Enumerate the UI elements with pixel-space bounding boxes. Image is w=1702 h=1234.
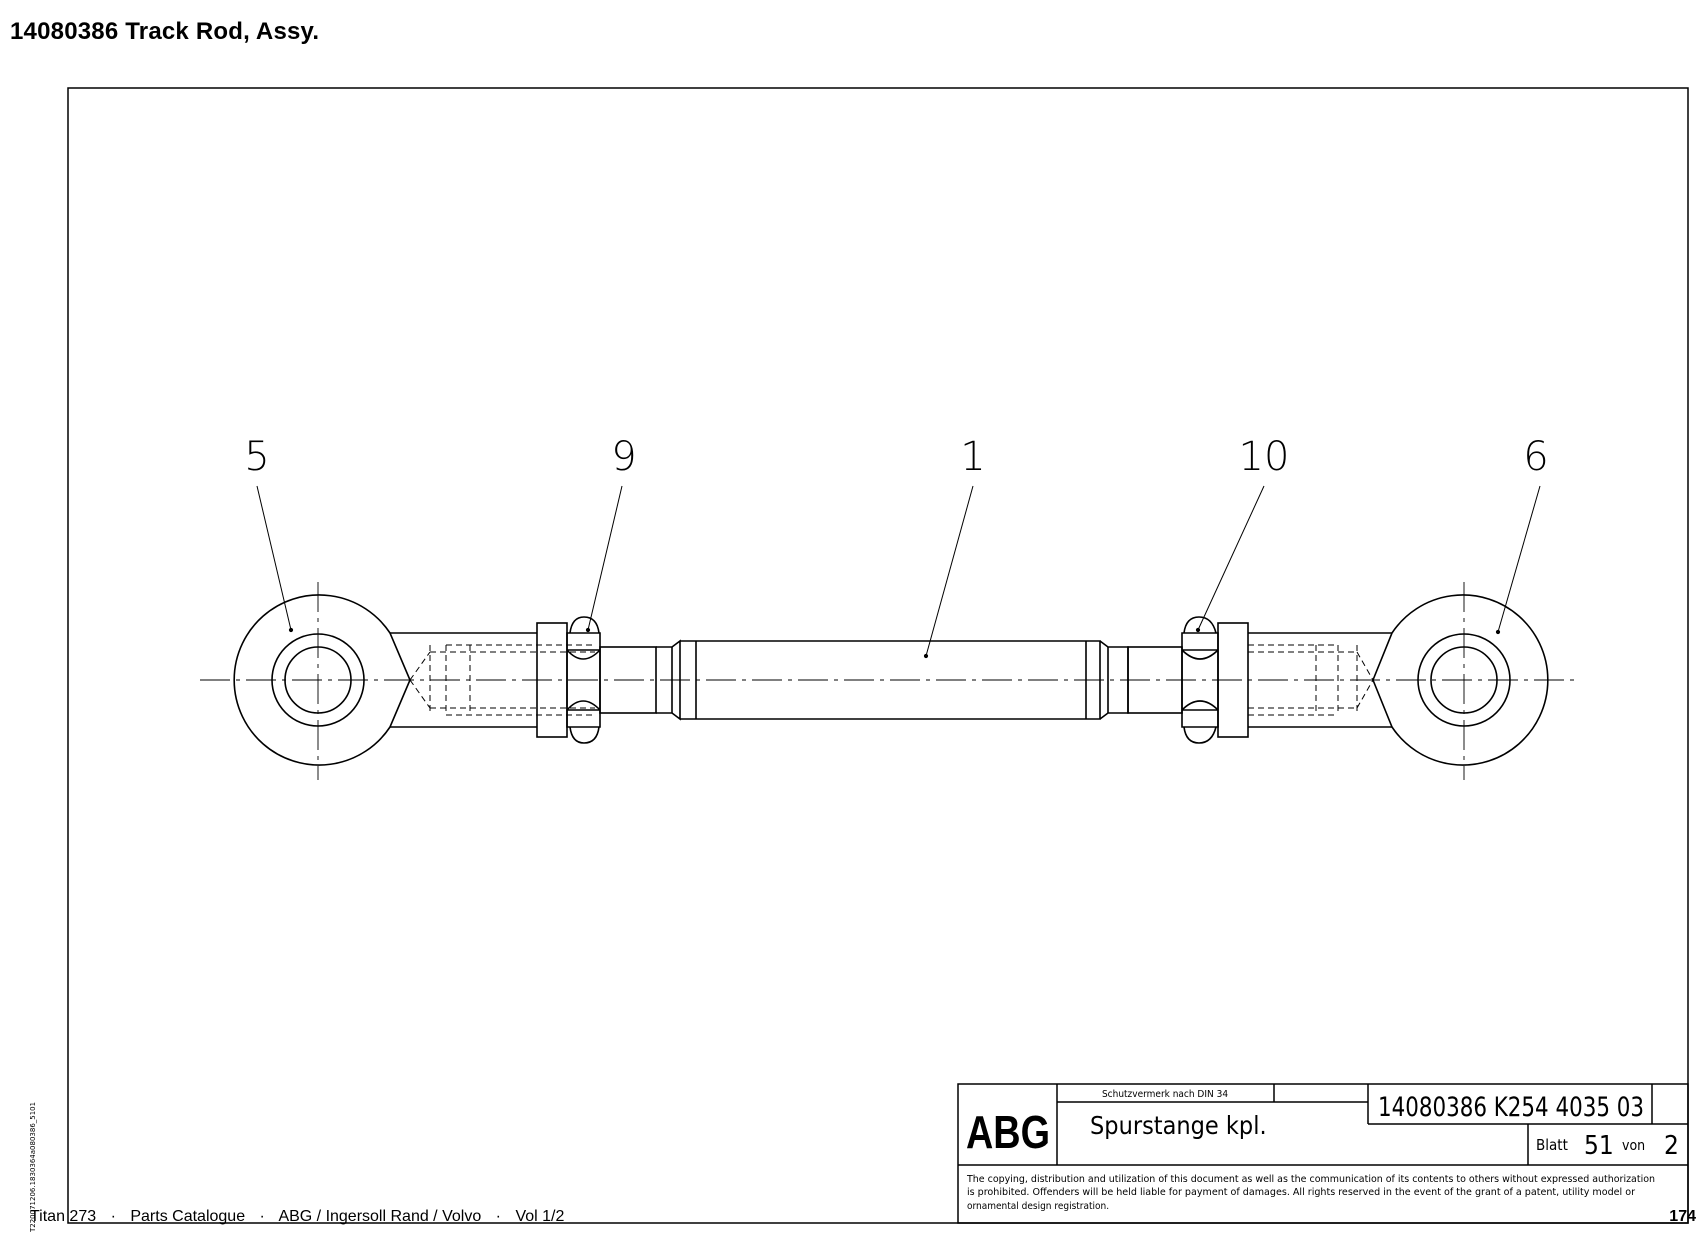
copyright-line-2: is prohibited. Offenders will be held li…: [967, 1187, 1635, 1198]
footer-info: Titan 273 · Parts Catalogue · ABG / Inge…: [30, 1208, 564, 1226]
footer-catalogue: Parts Catalogue: [130, 1208, 246, 1225]
leader-lines: [256, 485, 1541, 659]
right-flange: [1217, 622, 1249, 738]
callout-6: 6: [1523, 434, 1548, 480]
copyright-line-1: The copying, distribution and utilizatio…: [966, 1174, 1655, 1185]
title-block: [957, 1083, 1689, 1224]
left-thread-hidden: [409, 644, 595, 716]
footer-separator: ·: [259, 1208, 265, 1225]
left-rod-end-shank: [390, 632, 537, 728]
right-eye-bore-outer: [1417, 633, 1511, 727]
footer-machine: Titan 273: [30, 1208, 97, 1225]
callout-labels: 5 9 1 10 6: [244, 434, 1548, 480]
drawing-frame: [67, 87, 1689, 1224]
right-rod-end-shank: [1248, 632, 1392, 728]
track-rod-assembly: [200, 582, 1580, 780]
callout-9: 9: [611, 434, 636, 480]
page-number: 174: [1669, 1208, 1696, 1225]
part-name: Spurstange kpl.: [1090, 1111, 1267, 1140]
sheet-label: Blatt: [1536, 1136, 1568, 1154]
left-eye-bore-outer: [271, 633, 365, 727]
right-eye-bore-inner: [1430, 646, 1498, 714]
sheet-total: 2: [1664, 1131, 1679, 1161]
left-thread: [599, 646, 657, 714]
callout-1: 1: [960, 434, 985, 480]
copyright-line-3: ornamental design registration.: [967, 1201, 1109, 1212]
callout-10: 10: [1239, 434, 1290, 480]
left-eye-bore-inner: [284, 646, 352, 714]
footer-separator: ·: [495, 1208, 501, 1225]
center-tube: [680, 640, 1101, 720]
of-label: von: [1622, 1138, 1645, 1154]
footer-volume: Vol 1/2: [515, 1208, 565, 1225]
footer-separator: ·: [110, 1208, 116, 1225]
sheet-number: 51: [1584, 1131, 1614, 1161]
left-rod-end-eye: [233, 594, 411, 766]
drawing-number: 14080386 K254 4035 03: [1378, 1092, 1644, 1123]
callout-5: 5: [244, 434, 269, 480]
page-title: 14080386 Track Rod, Assy.: [10, 18, 320, 45]
footer-manufacturer: ABG / Ingersoll Rand / Volvo: [278, 1208, 482, 1225]
protection-note: Schutzvermerk nach DIN 34: [1102, 1089, 1228, 1100]
abg-logo: ABG: [966, 1106, 1050, 1158]
right-thread-hidden: [1248, 644, 1374, 716]
left-lock-nut: [566, 632, 601, 728]
right-rod-end-eye: [1372, 594, 1549, 766]
